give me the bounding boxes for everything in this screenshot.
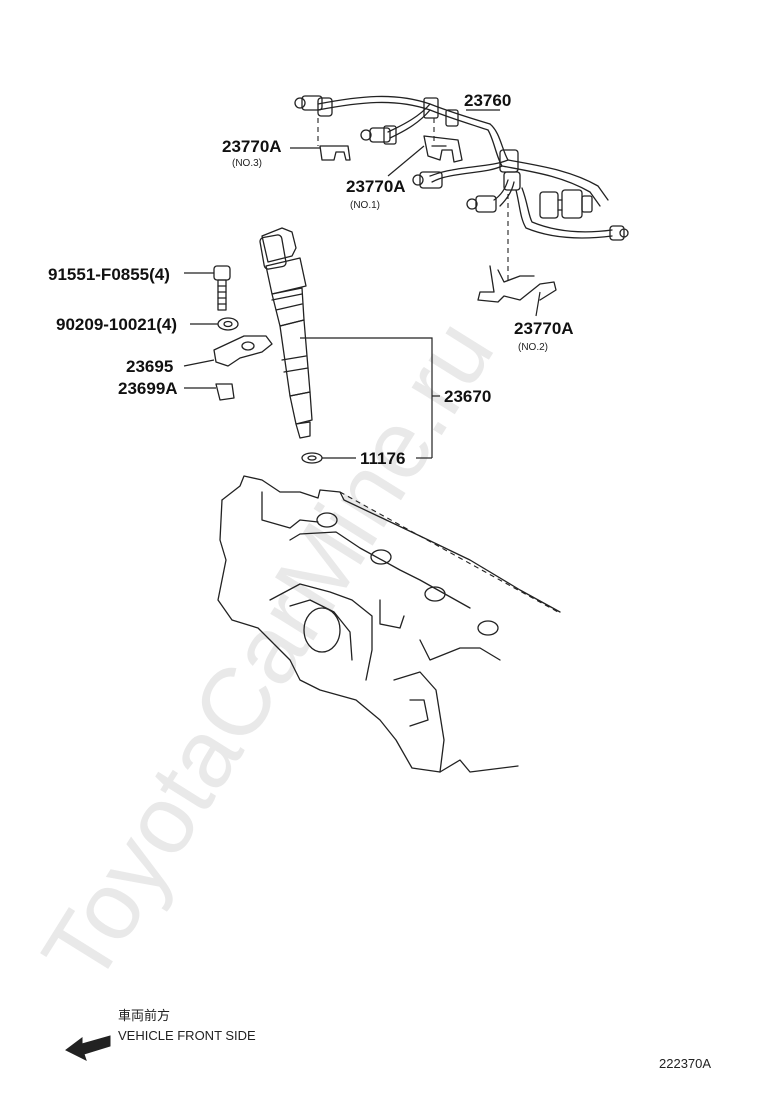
washer-23699a (215, 383, 235, 401)
direction-label-en: VEHICLE FRONT SIDE (118, 1028, 256, 1043)
label-23695: 23695 (126, 357, 173, 376)
figure-id: 222370A (659, 1056, 711, 1071)
leak-off-pipe-assembly (294, 95, 629, 241)
label-23770a-no3-sub: (NO.3) (232, 158, 262, 169)
watermark: ToyotaCarMine.ru (22, 302, 514, 1001)
cylinder-head (217, 475, 561, 773)
clip-no1 (423, 135, 463, 163)
direction-label-jp: 車両前方 (118, 1008, 170, 1023)
label-23770a-no2: 23770A (514, 319, 574, 338)
label-11176: 11176 (360, 449, 405, 468)
vehicle-front-direction: 車両前方 VEHICLE FRONT SIDE (65, 1008, 256, 1061)
label-23770a-no3: 23770A (222, 137, 282, 156)
bolt-91551 (213, 265, 231, 311)
label-90209: 90209-10021(4) (56, 315, 177, 334)
front-arrow-icon (65, 1035, 111, 1061)
clamp-23695 (213, 335, 273, 367)
gasket-11176 (301, 452, 323, 464)
label-23770a-no1: 23770A (346, 177, 406, 196)
injector-assembly (259, 227, 313, 439)
washer-90209 (217, 317, 239, 331)
label-23699a: 23699A (118, 379, 178, 398)
clip-no3 (319, 145, 351, 161)
label-91551: 91551-F0855(4) (48, 265, 170, 284)
clip-no2 (477, 265, 557, 303)
label-23670: 23670 (444, 387, 491, 406)
leader-lines (183, 109, 541, 459)
label-23760: 23760 (464, 91, 511, 110)
label-23770a-no2-sub: (NO.2) (518, 342, 548, 353)
label-23770a-no1-sub: (NO.1) (350, 200, 380, 211)
